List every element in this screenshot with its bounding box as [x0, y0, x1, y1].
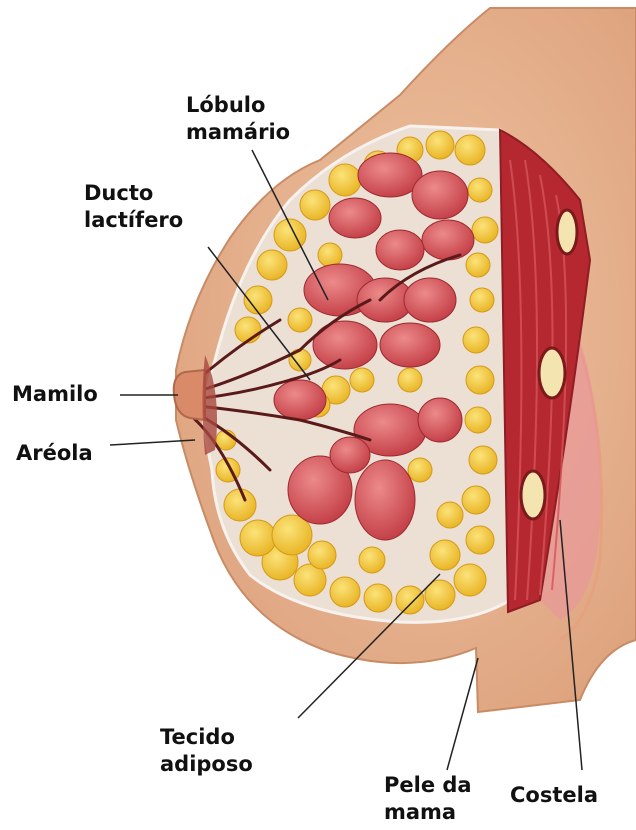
label-breast-skin: Pele damama — [384, 772, 472, 826]
label-lactiferous-duct: Ductolactífero — [84, 180, 183, 234]
label-areola: Aréola — [16, 440, 93, 467]
label-adipose-tissue: Tecidoadiposo — [160, 724, 253, 778]
label-mammary-lobule: Lóbulomamário — [186, 92, 290, 146]
label-rib: Costela — [510, 782, 598, 809]
label-nipple: Mamilo — [12, 381, 98, 408]
